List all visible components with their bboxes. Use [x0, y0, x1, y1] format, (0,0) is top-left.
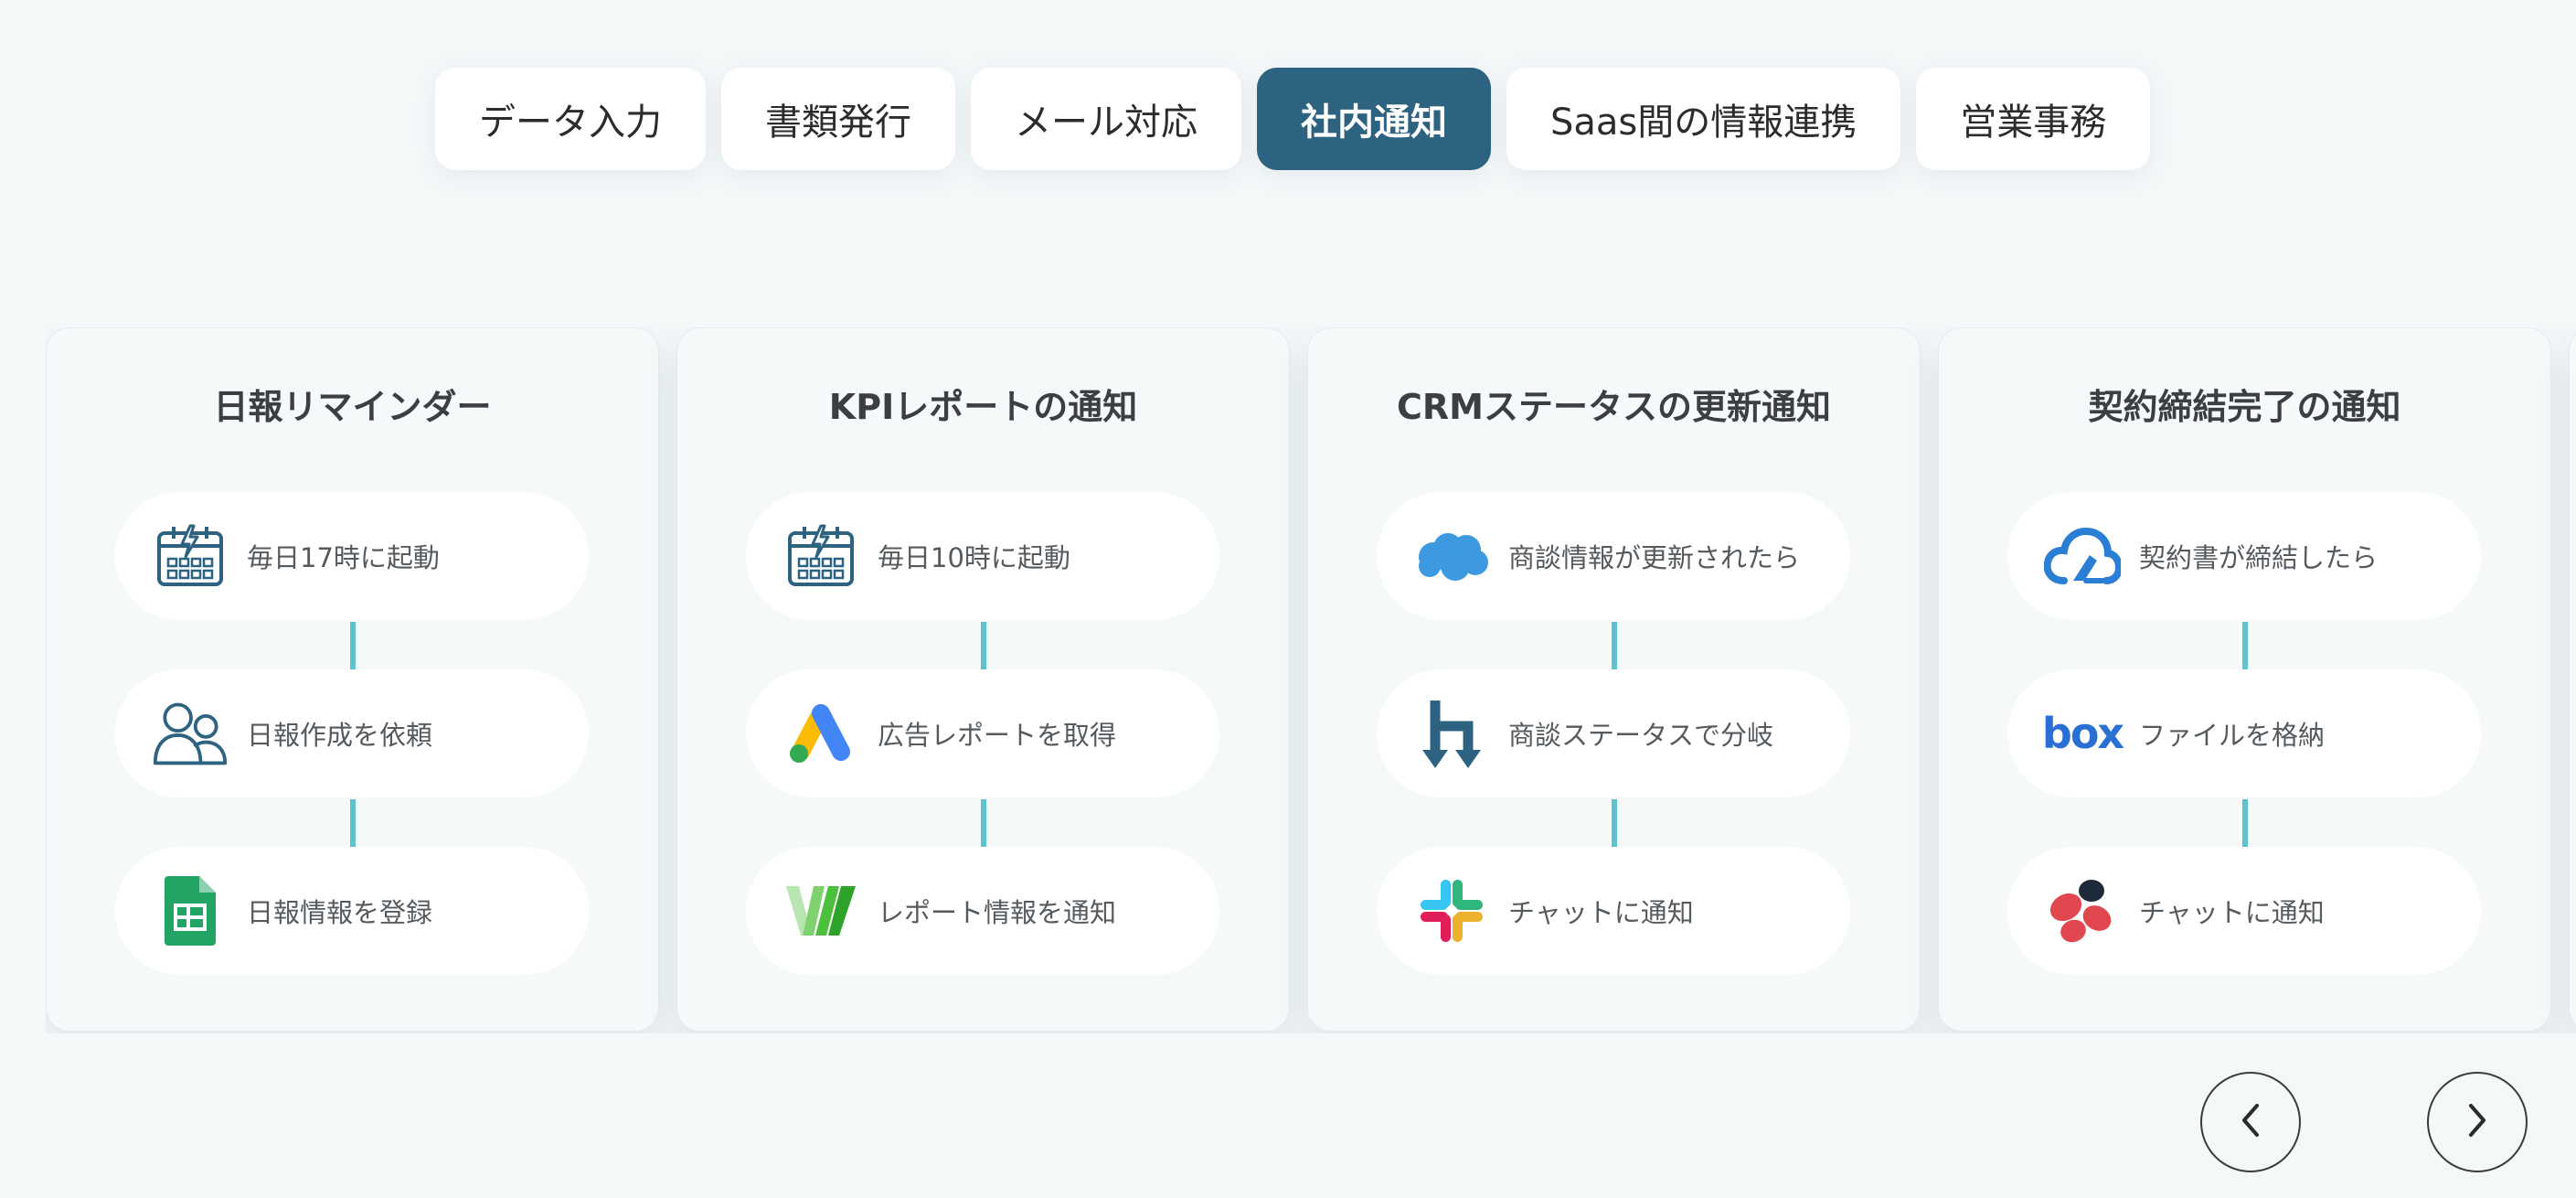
google-ads-icon: [782, 695, 859, 772]
step-connector: [2242, 799, 2248, 847]
line-works-icon: [782, 872, 859, 949]
workflow-card[interactable]: 日報リマインダー 毎日17時に起動: [46, 327, 659, 1032]
salesforce-cloud-icon: [1413, 518, 1490, 594]
step-connector: [350, 799, 356, 847]
category-tabs: データ入力 書類発行 メール対応 社内通知 Saas間の情報連携 営業事務: [435, 68, 2151, 170]
chevron-left-icon: [2237, 1102, 2264, 1142]
step-label: 商談情報が更新されたら: [1508, 542, 1801, 573]
step-label: 日報作成を依頼: [247, 720, 433, 751]
workflow-step: 広告レポートを取得: [746, 669, 1219, 797]
workflow-carousel: 日報リマインダー 毎日17時に起動: [46, 327, 2576, 1033]
step-connector: [981, 799, 986, 847]
step-connector: [1612, 622, 1617, 669]
box-logo-text: box: [2041, 709, 2124, 758]
carousel-prev-button[interactable]: [2200, 1072, 2301, 1172]
branch-icon: [1413, 695, 1490, 772]
workflow-step: チャットに通知: [2007, 847, 2481, 975]
tab-data-entry[interactable]: データ入力: [435, 68, 706, 170]
workflow-step: box ファイルを格納: [2007, 669, 2481, 797]
tab-saas-integration[interactable]: Saas間の情報連携: [1506, 68, 1901, 170]
card-title: KPIレポートの通知: [828, 387, 1138, 427]
workflow-step: 毎日17時に起動: [115, 492, 589, 620]
step-label: レポート情報を通知: [878, 897, 1117, 928]
card-title: CRMステータスの更新通知: [1397, 387, 1831, 427]
step-label: 毎日17時に起動: [247, 542, 440, 573]
step-label: ファイルを格納: [2139, 720, 2326, 751]
card-title: 日報リマインダー: [213, 387, 492, 427]
workflow-step: 商談情報が更新されたら: [1377, 492, 1850, 620]
cloudsign-icon: [2044, 518, 2121, 594]
workflow-card[interactable]: KPIレポートの通知 毎日10時に起動: [676, 327, 1290, 1032]
tab-email-handling[interactable]: メール対応: [971, 68, 1241, 170]
google-sheets-icon: [152, 872, 229, 949]
slack-icon: [1413, 872, 1490, 949]
chatwork-icon: [2044, 872, 2121, 949]
workflow-step: チャットに通知: [1377, 847, 1850, 975]
step-label: 日報情報を登録: [247, 897, 433, 928]
users-icon: [152, 695, 229, 772]
workflow-card[interactable]: 契約締結完了の通知 契約書が締結したら box ファイルを格納: [1938, 327, 2551, 1032]
step-connector: [981, 622, 986, 669]
tab-document-issuance[interactable]: 書類発行: [721, 68, 955, 170]
workflow-step: レポート情報を通知: [746, 847, 1219, 975]
chevron-right-icon: [2464, 1102, 2491, 1142]
tab-internal-notification[interactable]: 社内通知: [1257, 68, 1491, 170]
step-connector: [1612, 799, 1617, 847]
workflow-step: 契約書が締結したら: [2007, 492, 2481, 620]
carousel-next-button[interactable]: [2427, 1072, 2528, 1172]
step-label: 商談ステータスで分岐: [1508, 720, 1774, 751]
step-connector: [350, 622, 356, 669]
workflow-step: 日報情報を登録: [115, 847, 589, 975]
step-label: チャットに通知: [2139, 897, 2325, 928]
step-label: 広告レポートを取得: [878, 720, 1117, 751]
card-title: 契約締結完了の通知: [2088, 387, 2401, 427]
schedule-trigger-icon: [782, 518, 859, 594]
workflow-card-partial[interactable]: [2569, 327, 2576, 1032]
workflow-step: 毎日10時に起動: [746, 492, 1219, 620]
workflow-step: 日報作成を依頼: [115, 669, 589, 797]
step-label: 毎日10時に起動: [878, 542, 1070, 573]
workflow-step: 商談ステータスで分岐: [1377, 669, 1850, 797]
step-label: チャットに通知: [1508, 897, 1694, 928]
step-label: 契約書が締結したら: [2139, 542, 2379, 573]
schedule-trigger-icon: [152, 518, 229, 594]
step-connector: [2242, 622, 2248, 669]
workflow-card-list: 日報リマインダー 毎日17時に起動: [46, 327, 2576, 1032]
box-icon: box: [2041, 695, 2124, 772]
workflow-card[interactable]: CRMステータスの更新通知 商談情報が更新されたら: [1307, 327, 1921, 1032]
tab-sales-admin[interactable]: 営業事務: [1916, 68, 2151, 170]
